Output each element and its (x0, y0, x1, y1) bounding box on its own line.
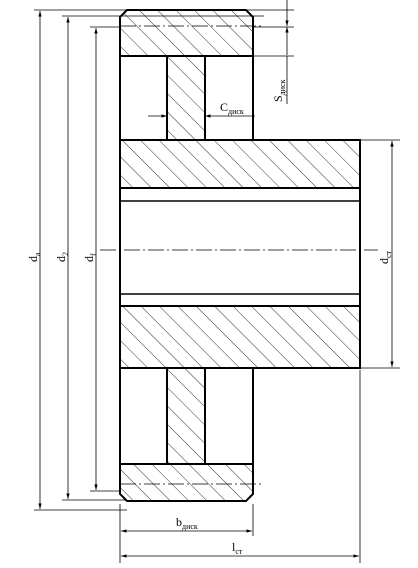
label-dst: dст (377, 250, 393, 264)
label-df: df (82, 253, 98, 262)
web-top (167, 56, 205, 140)
rim-bottom (119, 463, 254, 502)
hub-bottom (119, 305, 361, 369)
dimension-labels: da d2 df dст Sдиск Cдиск bдиск lст (26, 79, 393, 556)
label-da: da (26, 252, 42, 262)
extension-lines (34, 9, 400, 563)
web-bottom (167, 368, 205, 464)
label-lst: lст (232, 540, 243, 556)
dimension-lines (38, 0, 394, 558)
hub-top (119, 139, 361, 189)
label-d2: d2 (54, 252, 70, 262)
rim-top (119, 9, 254, 57)
label-cdis: Cдиск (220, 100, 244, 116)
center-lines (100, 25, 378, 485)
label-sdis: Sдиск (271, 79, 287, 102)
label-bdis: bдиск (176, 515, 198, 531)
bore (119, 187, 361, 307)
gear-section (119, 9, 361, 502)
